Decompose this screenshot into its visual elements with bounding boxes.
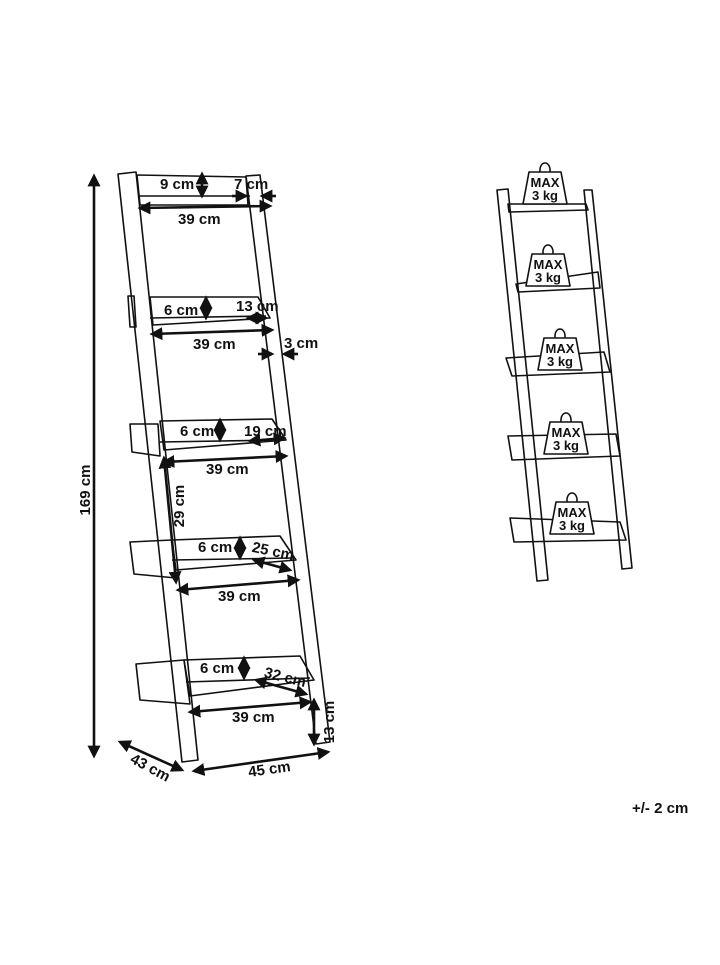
height-label: 169 cm: [77, 465, 94, 516]
weight-value-label: 3 kg: [535, 270, 561, 285]
shelf-1-width-label: 39 cm: [178, 211, 221, 228]
shelf-3-depth-label: 19 cm: [244, 423, 287, 440]
weight-max-label: MAX: [558, 505, 587, 520]
depth-arrow: [117, 740, 185, 772]
shelf-4-width-label: 39 cm: [218, 588, 261, 605]
shelf-5-lip-label: 6 cm: [200, 660, 234, 677]
right-rail: [245, 174, 331, 745]
top-offset-label: 7 cm: [234, 176, 268, 193]
shelf-3-width-label: 39 cm: [206, 461, 249, 478]
shelf-2-lip-label: 6 cm: [164, 302, 198, 319]
base-width-arrow: [191, 747, 331, 776]
weight-max-label: MAX: [552, 425, 581, 440]
foot-height-label: 13 cm: [321, 701, 338, 744]
shelf-spacing-label: 29 cm: [171, 485, 188, 528]
right-drawing-right-rail: [583, 189, 633, 570]
rail-thickness-label: 3 cm: [284, 335, 318, 352]
shelf-2-depth-label: 13 cm: [236, 298, 279, 315]
shelf-5-width-label: 39 cm: [232, 709, 275, 726]
weight-value-label: 3 kg: [547, 354, 573, 369]
weight-value-label: 3 kg: [553, 438, 579, 453]
top-shelf-height-label: 9 cm: [160, 176, 194, 193]
spacing-arrow: [158, 455, 182, 585]
tolerance-note: +/- 2 cm: [632, 800, 689, 817]
weight-value-label: 3 kg: [559, 518, 585, 533]
dimension-arrows: [87, 171, 331, 776]
right-drawing-left-rail: [496, 188, 549, 582]
weight-max-label: MAX: [534, 257, 563, 272]
weight-value-label: 3 kg: [532, 188, 558, 203]
shelf-2-width-label: 39 cm: [193, 336, 236, 353]
weight-max-label: MAX: [546, 341, 575, 356]
weight-max-label: MAX: [531, 175, 560, 190]
shelf-4-lip-label: 6 cm: [198, 539, 232, 556]
base-width-label: 45 cm: [247, 758, 291, 781]
shelf-3-lip-label: 6 cm: [180, 423, 214, 440]
